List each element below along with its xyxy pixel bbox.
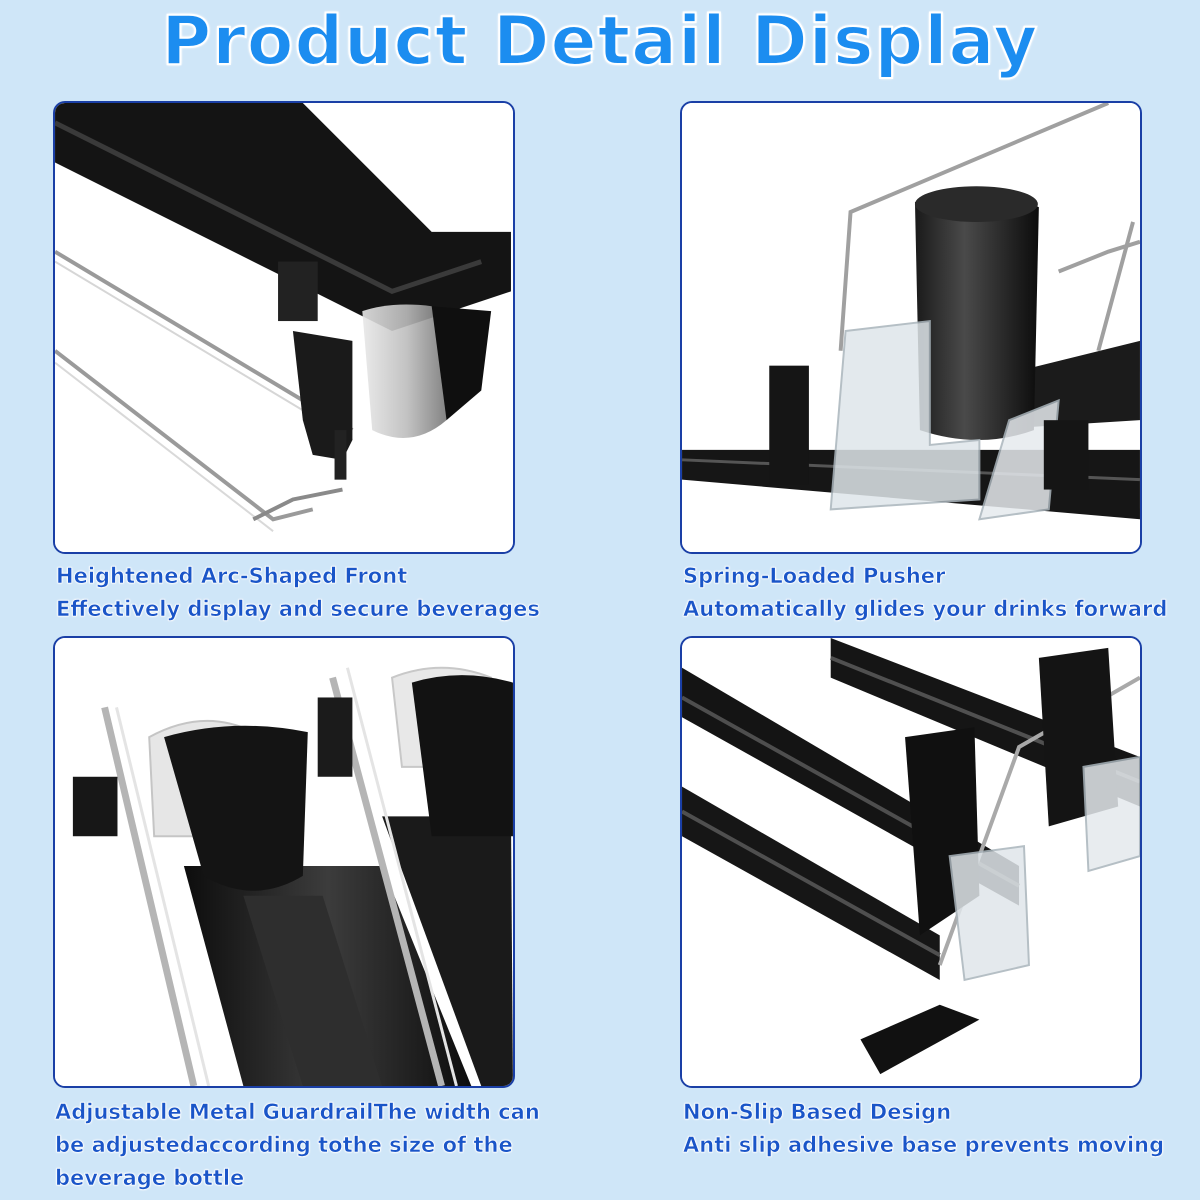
guardrail-illustration bbox=[55, 638, 513, 1086]
caption-guardrail: Adjustable Metal GuardrailThe width can … bbox=[55, 1096, 555, 1195]
non-slip-base-illustration bbox=[682, 638, 1140, 1086]
caption-arc-front: Heightened Arc-Shaped Front Effectively … bbox=[56, 560, 541, 626]
caption-non-slip-base: Non-Slip Based Design Anti slip adhesive… bbox=[683, 1096, 1165, 1162]
product-image-non-slip-base bbox=[680, 636, 1142, 1088]
arc-front-illustration bbox=[55, 103, 513, 552]
spring-pusher-illustration bbox=[682, 103, 1140, 552]
caption-text: Automatically glides your drinks forward bbox=[683, 597, 1168, 622]
caption-title: Spring-Loaded Pusher bbox=[683, 564, 946, 589]
product-image-guardrail bbox=[53, 636, 515, 1088]
caption-title: Non-Slip Based Design bbox=[683, 1100, 952, 1125]
caption-title: Adjustable Metal GuardrailThe width can bbox=[55, 1100, 540, 1125]
caption-text: Effectively display and secure beverages bbox=[56, 597, 541, 622]
caption-spring-pusher: Spring-Loaded Pusher Automatically glide… bbox=[683, 560, 1168, 626]
product-image-spring-pusher bbox=[680, 101, 1142, 554]
caption-text: Anti slip adhesive base prevents moving bbox=[683, 1133, 1165, 1158]
caption-title: Heightened Arc-Shaped Front bbox=[56, 564, 408, 589]
caption-text-2: beverage bottle bbox=[55, 1166, 245, 1191]
product-image-arc-front bbox=[53, 101, 515, 554]
caption-text: be adjustedaccording tothe size of the bbox=[55, 1133, 513, 1158]
page-title: Product Detail Display bbox=[160, 1, 1039, 82]
